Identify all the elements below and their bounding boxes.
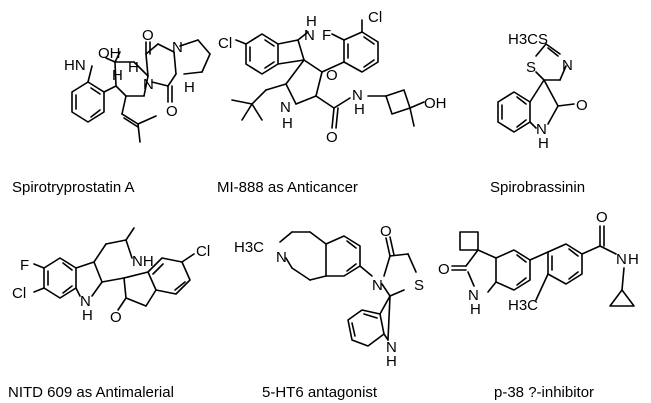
atom-label: H [386,353,397,370]
atom-label: O [142,27,154,44]
atom-label: OH [424,95,447,112]
caption-spirotryprostatin-a: Spirotryprostatin A [12,179,135,196]
atom-label: H [628,251,639,268]
atom-label: N [143,76,154,93]
p38-bonds [451,225,635,307]
atom-label: H [184,79,195,96]
atom-label: O [326,67,338,84]
atom-label: S [414,277,424,294]
caption-mi-888: MI-888 as Anticancer [217,179,358,196]
atom-label: HN [64,57,86,74]
atom-label: OH [98,45,121,62]
atom-label: O [166,103,178,120]
atom-label: N [616,251,627,268]
caption-p38-inhibitor: p-38 ?-inhibitor [494,384,594,401]
atom-label: N [562,57,573,74]
caption-nitd-609: NITD 609 as Antimalerial [8,384,174,401]
atom-label: N [372,277,383,294]
spirobrassinin-bonds [497,43,575,133]
atom-label: N [280,99,291,116]
atom-label: O [380,223,392,240]
atom-label: N [172,39,183,56]
spirotryprostatin-bonds [71,39,211,143]
atom-label: N [386,339,397,356]
mi-888-bonds [231,19,425,129]
atom-label: H3C [508,297,538,314]
molecule-spirobrassinin: H3CS N S O N H Spirobrassinin [490,31,588,196]
atom-label: N [352,87,363,104]
atom-label: H [112,67,123,84]
atom-label: N [536,121,547,138]
atom-label: O [438,261,450,278]
atom-label: Cl [218,35,232,52]
5-ht6-bonds [279,231,417,347]
caption-spirobrassinin: Spirobrassinin [490,179,585,196]
molecule-p38-inhibitor: O N H O N H H3C p-38 ?-inhibitor [438,209,639,401]
atom-label: H3C [234,239,264,256]
atom-label: H [354,101,365,118]
atom-label: N [80,293,91,310]
atom-label: N [468,287,479,304]
atom-label: NH [132,253,154,270]
atom-label: S [526,59,536,76]
atom-label: H [282,115,293,132]
molecule-spirotryprostatin-a: HN OH O N N O H H H Spirotryprostatin A [12,27,211,196]
atom-label: N [304,27,315,44]
atom-label: Cl [196,243,210,260]
atom-label: H [306,13,317,30]
atom-label: O [596,209,608,226]
atom-label: Cl [368,9,382,26]
atom-label: H [470,301,481,318]
atom-label: O [576,97,588,114]
atom-label: N [276,249,287,266]
atom-label: F [322,27,331,44]
molecule-5-ht6-antagonist: H3C N O N S N H 5-HT6 antagonist [234,223,424,401]
atom-label: H [538,135,549,152]
atom-label: F [20,257,29,274]
molecule-mi-888: Cl H N F Cl O N H N H O OH MI-888 as Ant… [217,9,447,196]
atom-label: H [128,59,139,76]
atom-label: O [326,129,338,146]
atom-label: O [110,309,122,326]
nitd-609-bonds [33,227,195,311]
caption-5-ht6-antagonist: 5-HT6 antagonist [262,384,378,401]
molecule-nitd-609: F Cl NH N H O Cl NITD 609 as Antimaleria… [8,227,210,401]
atom-label: Cl [12,285,26,302]
atom-label: H [82,307,93,324]
atom-label: H3CS [508,31,548,48]
